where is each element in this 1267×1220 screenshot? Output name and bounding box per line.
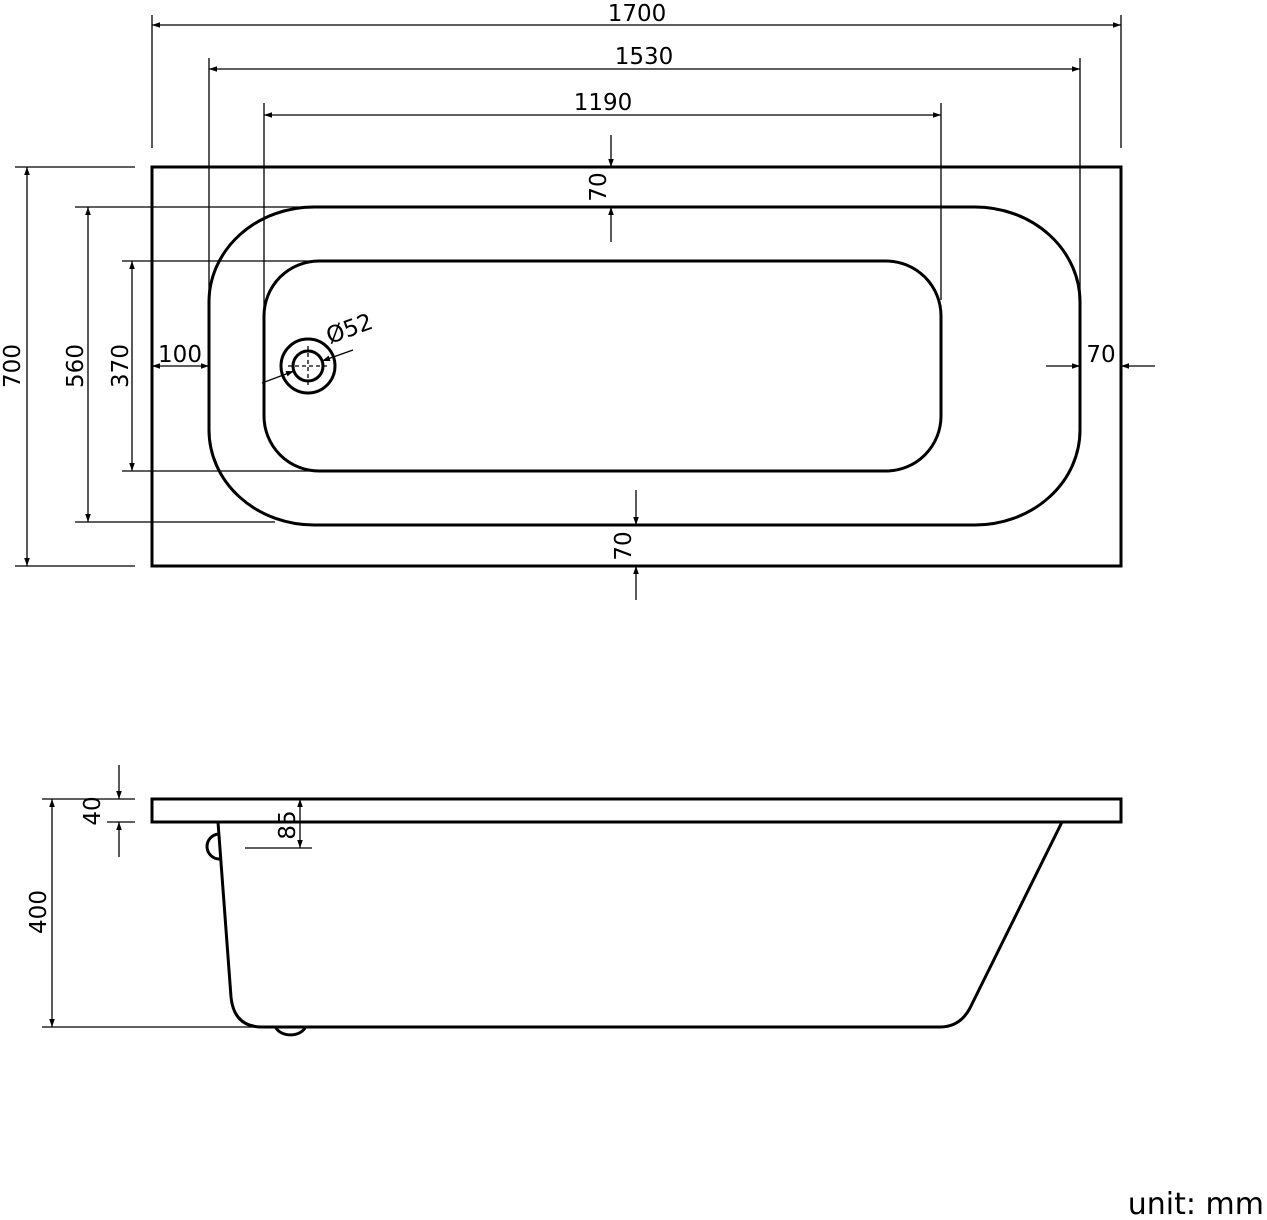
- dimension-label: 560: [63, 344, 89, 388]
- dimension-right-rim: 70: [1046, 342, 1155, 369]
- dimension-label: 70: [611, 531, 637, 560]
- rim-inner-outline: [207, 205, 1082, 527]
- dimension-label: 100: [158, 342, 202, 368]
- dimension-rim-inner-width: 560: [63, 206, 340, 523]
- drain: [279, 337, 337, 395]
- dimension-label: Ø52: [323, 309, 376, 350]
- dimension-left-rim: 100: [152, 342, 209, 369]
- dimension-label: 370: [108, 344, 134, 388]
- dimension-drain-diameter: Ø52: [261, 309, 376, 384]
- dimension-overflow-offset: 85: [245, 799, 312, 849]
- basin-outline: [262, 259, 943, 473]
- dimension-label: 40: [80, 796, 106, 825]
- dimension-label: 1190: [574, 90, 633, 116]
- dimension-basin-width: 370: [108, 260, 320, 472]
- dimension-top-rim: 70: [586, 135, 614, 242]
- dimension-basin-length: 1190: [263, 90, 942, 330]
- dimension-label: 400: [26, 890, 52, 934]
- dimension-label: 1700: [608, 1, 667, 27]
- overflow-bump: [205, 832, 221, 861]
- dimension-rim-thickness: 40: [42, 765, 135, 857]
- dimension-label: 700: [0, 344, 26, 388]
- waste-bump: [274, 1027, 307, 1037]
- rim-profile: [150, 797, 1123, 824]
- dimension-label: 85: [275, 810, 301, 839]
- dimension-overall-width: 700: [0, 166, 135, 567]
- dimension-label: 70: [586, 172, 612, 201]
- side-view: 40 400 85: [26, 765, 1123, 1037]
- dimension-label: 1530: [615, 44, 674, 70]
- dimension-overall-length: 1700: [151, 1, 1122, 148]
- dimension-rim-inner-length: 1530: [208, 44, 1081, 330]
- dimension-overall-height: 400: [26, 799, 262, 1028]
- dimension-bottom-rim: 70: [611, 490, 639, 600]
- top-view: 1700 1530 1190 70 70: [0, 1, 1155, 600]
- unit-label: unit: mm: [1128, 1187, 1264, 1220]
- dimension-label: 70: [1086, 342, 1115, 368]
- body-profile: [216, 821, 1064, 1029]
